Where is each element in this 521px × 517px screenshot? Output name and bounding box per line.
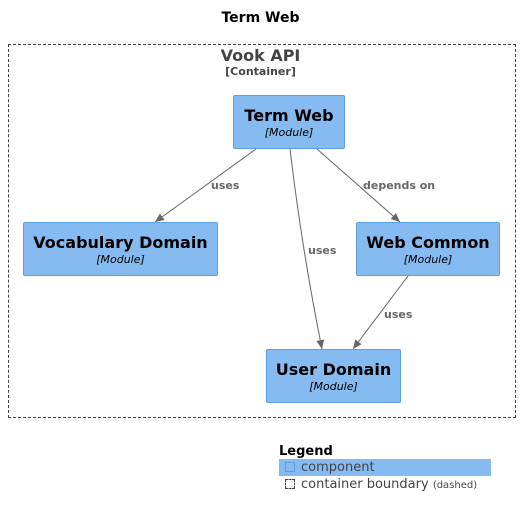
- edge-term-to-user: [289, 148, 325, 350]
- legend-title: Legend: [279, 444, 333, 459]
- node-name: Web Common: [366, 233, 490, 252]
- edge-label-term-to-webcommon: depends on: [363, 179, 436, 192]
- node-type: [Module]: [96, 253, 145, 266]
- node-type: [Module]: [264, 126, 314, 139]
- node-vocabulary-domain[interactable]: Vocabulary Domain [Module]: [23, 222, 218, 276]
- edge-term-to-vocabulary: [154, 148, 257, 223]
- node-term-web[interactable]: Term Web [Module]: [233, 95, 345, 149]
- legend-component-label: component: [301, 460, 375, 475]
- edge-term-to-webcommon: [316, 148, 401, 223]
- node-name: Term Web: [244, 106, 334, 125]
- edge-webcommon-to-user: [352, 275, 409, 350]
- boundary-type: [Container]: [225, 65, 296, 78]
- legend-component: component: [279, 459, 491, 476]
- node-user-domain[interactable]: User Domain [Module]: [266, 349, 401, 403]
- legend-boundary-note: (dashed): [432, 480, 478, 491]
- diagram-title: Term Web: [221, 10, 300, 26]
- node-type: [Module]: [309, 380, 358, 393]
- edge-label-term-to-vocabulary: uses: [211, 179, 240, 192]
- edge-label-webcommon-to-user: uses: [384, 308, 413, 321]
- node-name: User Domain: [275, 360, 392, 379]
- node-web-common[interactable]: Web Common [Module]: [356, 222, 500, 276]
- component-swatch-icon: [285, 462, 295, 472]
- container-boundary: [8, 44, 516, 418]
- boundary-name: Vook API: [220, 46, 301, 65]
- node-name: Vocabulary Domain: [33, 233, 208, 252]
- legend-boundary: container boundary (dashed): [279, 476, 491, 493]
- node-type: [Module]: [403, 253, 453, 266]
- edge-label-term-to-user: uses: [308, 244, 337, 257]
- boundary-swatch-icon: [285, 479, 295, 489]
- legend-boundary-label: container boundary: [301, 477, 429, 492]
